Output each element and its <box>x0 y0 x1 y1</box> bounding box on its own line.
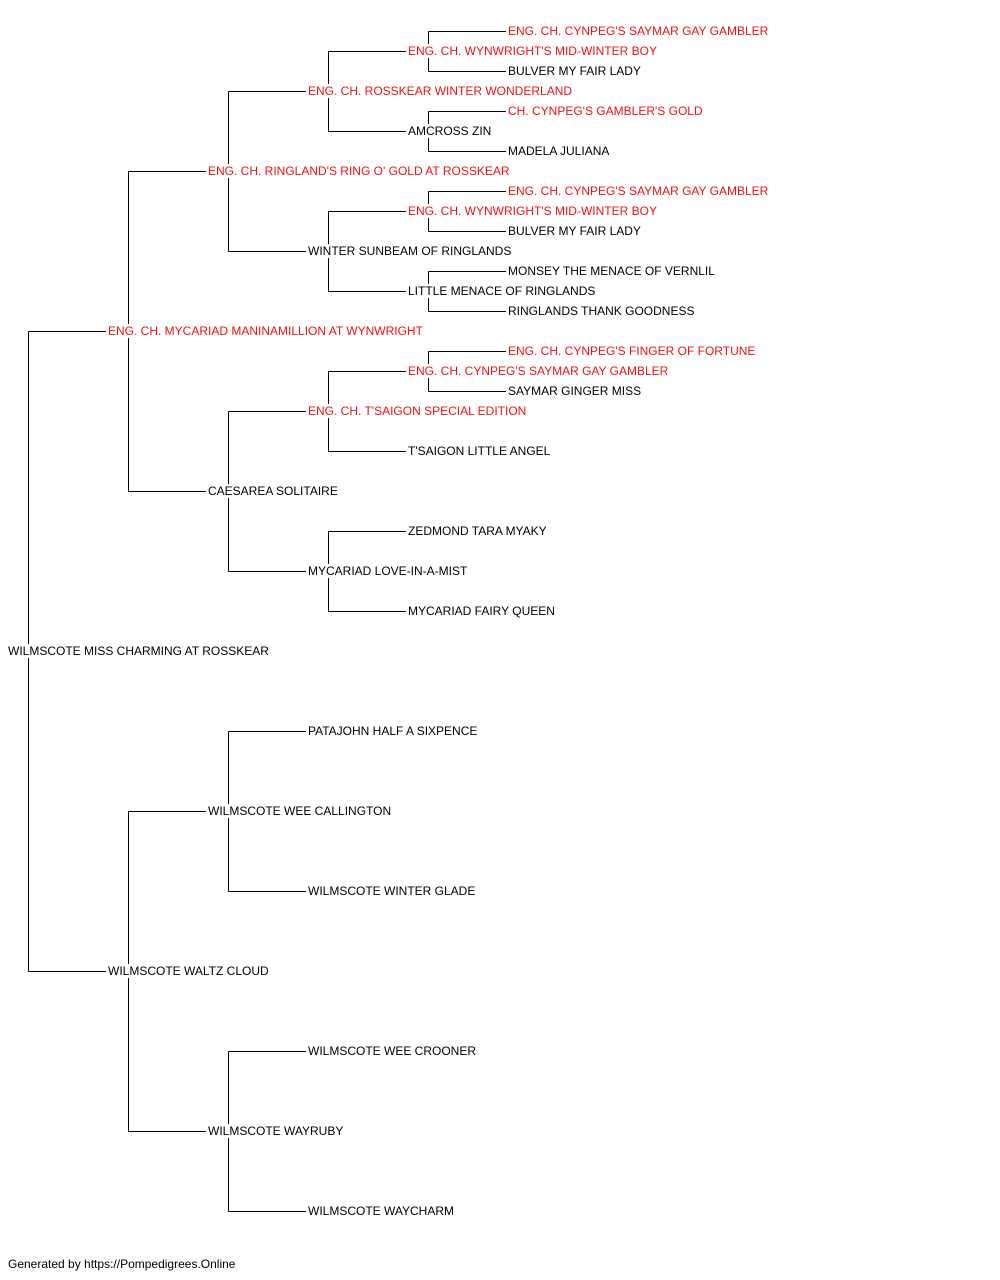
pedigree-node-pedigree-dam-sire-dam: WILMSCOTE WINTER GLADE <box>308 884 476 898</box>
pedigree-node-pedigree-sire-dam-sire: ENG. CH. T'SAIGON SPECIAL EDITION <box>308 404 527 418</box>
pedigree-node-pedigree-sire-sire-dam-dam-sire: MONSEY THE MENACE OF VERNLIL <box>508 264 715 278</box>
pedigree-node-pedigree-sire-sire-sire-dam-sire: CH. CYNPEG'S GAMBLER'S GOLD <box>508 104 703 118</box>
pedigree-node-pedigree-dam-sire: WILMSCOTE WEE CALLINGTON <box>208 804 392 818</box>
pedigree-node-pedigree-dam-dam-sire: WILMSCOTE WEE CROONER <box>308 1044 477 1058</box>
pedigree-node-pedigree-sire-dam-dam-sire: ZEDMOND TARA MYAKY <box>408 524 547 538</box>
pedigree-node-pedigree-sire-sire-dam-sire-dam: BULVER MY FAIR LADY <box>508 224 641 238</box>
pedigree-node-pedigree-sire-dam-sire-sire: ENG. CH. CYNPEG'S SAYMAR GAY GAMBLER <box>408 364 669 378</box>
pedigree-node-pedigree-sire-sire-sire-sire-dam: BULVER MY FAIR LADY <box>508 64 641 78</box>
pedigree-node-pedigree-sire-sire-dam-sire: ENG. CH. WYNWRIGHT'S MID-WINTER BOY <box>408 204 657 218</box>
generated-by-footer: Generated by https://Pompedigrees.Online <box>8 1257 236 1271</box>
pedigree-node-pedigree-sire: ENG. CH. MYCARIAD MANINAMILLION AT WYNWR… <box>108 324 423 338</box>
pedigree-node-pedigree-sire-sire-sire-dam: AMCROSS ZIN <box>408 124 492 138</box>
pedigree-node-pedigree-dam-dam-dam: WILMSCOTE WAYCHARM <box>308 1204 454 1218</box>
pedigree-node-pedigree-sire-dam-dam-dam: MYCARIAD FAIRY QUEEN <box>408 604 555 618</box>
pedigree-node-pedigree-sire-sire-dam-dam-dam: RINGLANDS THANK GOODNESS <box>508 304 695 318</box>
pedigree-node-pedigree-dam-sire-sire: PATAJOHN HALF A SIXPENCE <box>308 724 478 738</box>
pedigree-node-pedigree-sire-dam-sire-dam: T'SAIGON LITTLE ANGEL <box>408 444 551 458</box>
pedigree-node-pedigree-sire-dam: CAESAREA SOLITAIRE <box>208 484 338 498</box>
pedigree-node-pedigree-dam-dam: WILMSCOTE WAYRUBY <box>208 1124 344 1138</box>
pedigree-node-pedigree-sire-sire-dam: WINTER SUNBEAM OF RINGLANDS <box>308 244 512 258</box>
pedigree-node-pedigree-sire-dam-sire-sire-sire: ENG. CH. CYNPEG'S FINGER OF FORTUNE <box>508 344 756 358</box>
pedigree-node-pedigree-sire-sire: ENG. CH. RINGLAND'S RING O' GOLD AT ROSS… <box>208 164 510 178</box>
pedigree-node-pedigree-sire-sire-dam-sire-sire: ENG. CH. CYNPEG'S SAYMAR GAY GAMBLER <box>508 184 769 198</box>
pedigree-node-pedigree-sire-sire-sire: ENG. CH. ROSSKEAR WINTER WONDERLAND <box>308 84 573 98</box>
pedigree-node-pedigree-sire-dam-dam: MYCARIAD LOVE-IN-A-MIST <box>308 564 468 578</box>
pedigree-node-pedigree-sire-sire-sire-sire: ENG. CH. WYNWRIGHT'S MID-WINTER BOY <box>408 44 657 58</box>
pedigree-node-pedigree-sire-sire-sire-dam-dam: MADELA JULIANA <box>508 144 610 158</box>
pedigree-node-pedigree-dam: WILMSCOTE WALTZ CLOUD <box>108 964 269 978</box>
pedigree-node-pedigree-sire-sire-dam-dam: LITTLE MENACE OF RINGLANDS <box>408 284 596 298</box>
pedigree-node-pedigree: WILMSCOTE MISS CHARMING AT ROSSKEAR <box>8 644 269 658</box>
pedigree-node-pedigree-sire-dam-sire-sire-dam: SAYMAR GINGER MISS <box>508 384 642 398</box>
pedigree-node-pedigree-sire-sire-sire-sire-sire: ENG. CH. CYNPEG'S SAYMAR GAY GAMBLER <box>508 24 769 38</box>
